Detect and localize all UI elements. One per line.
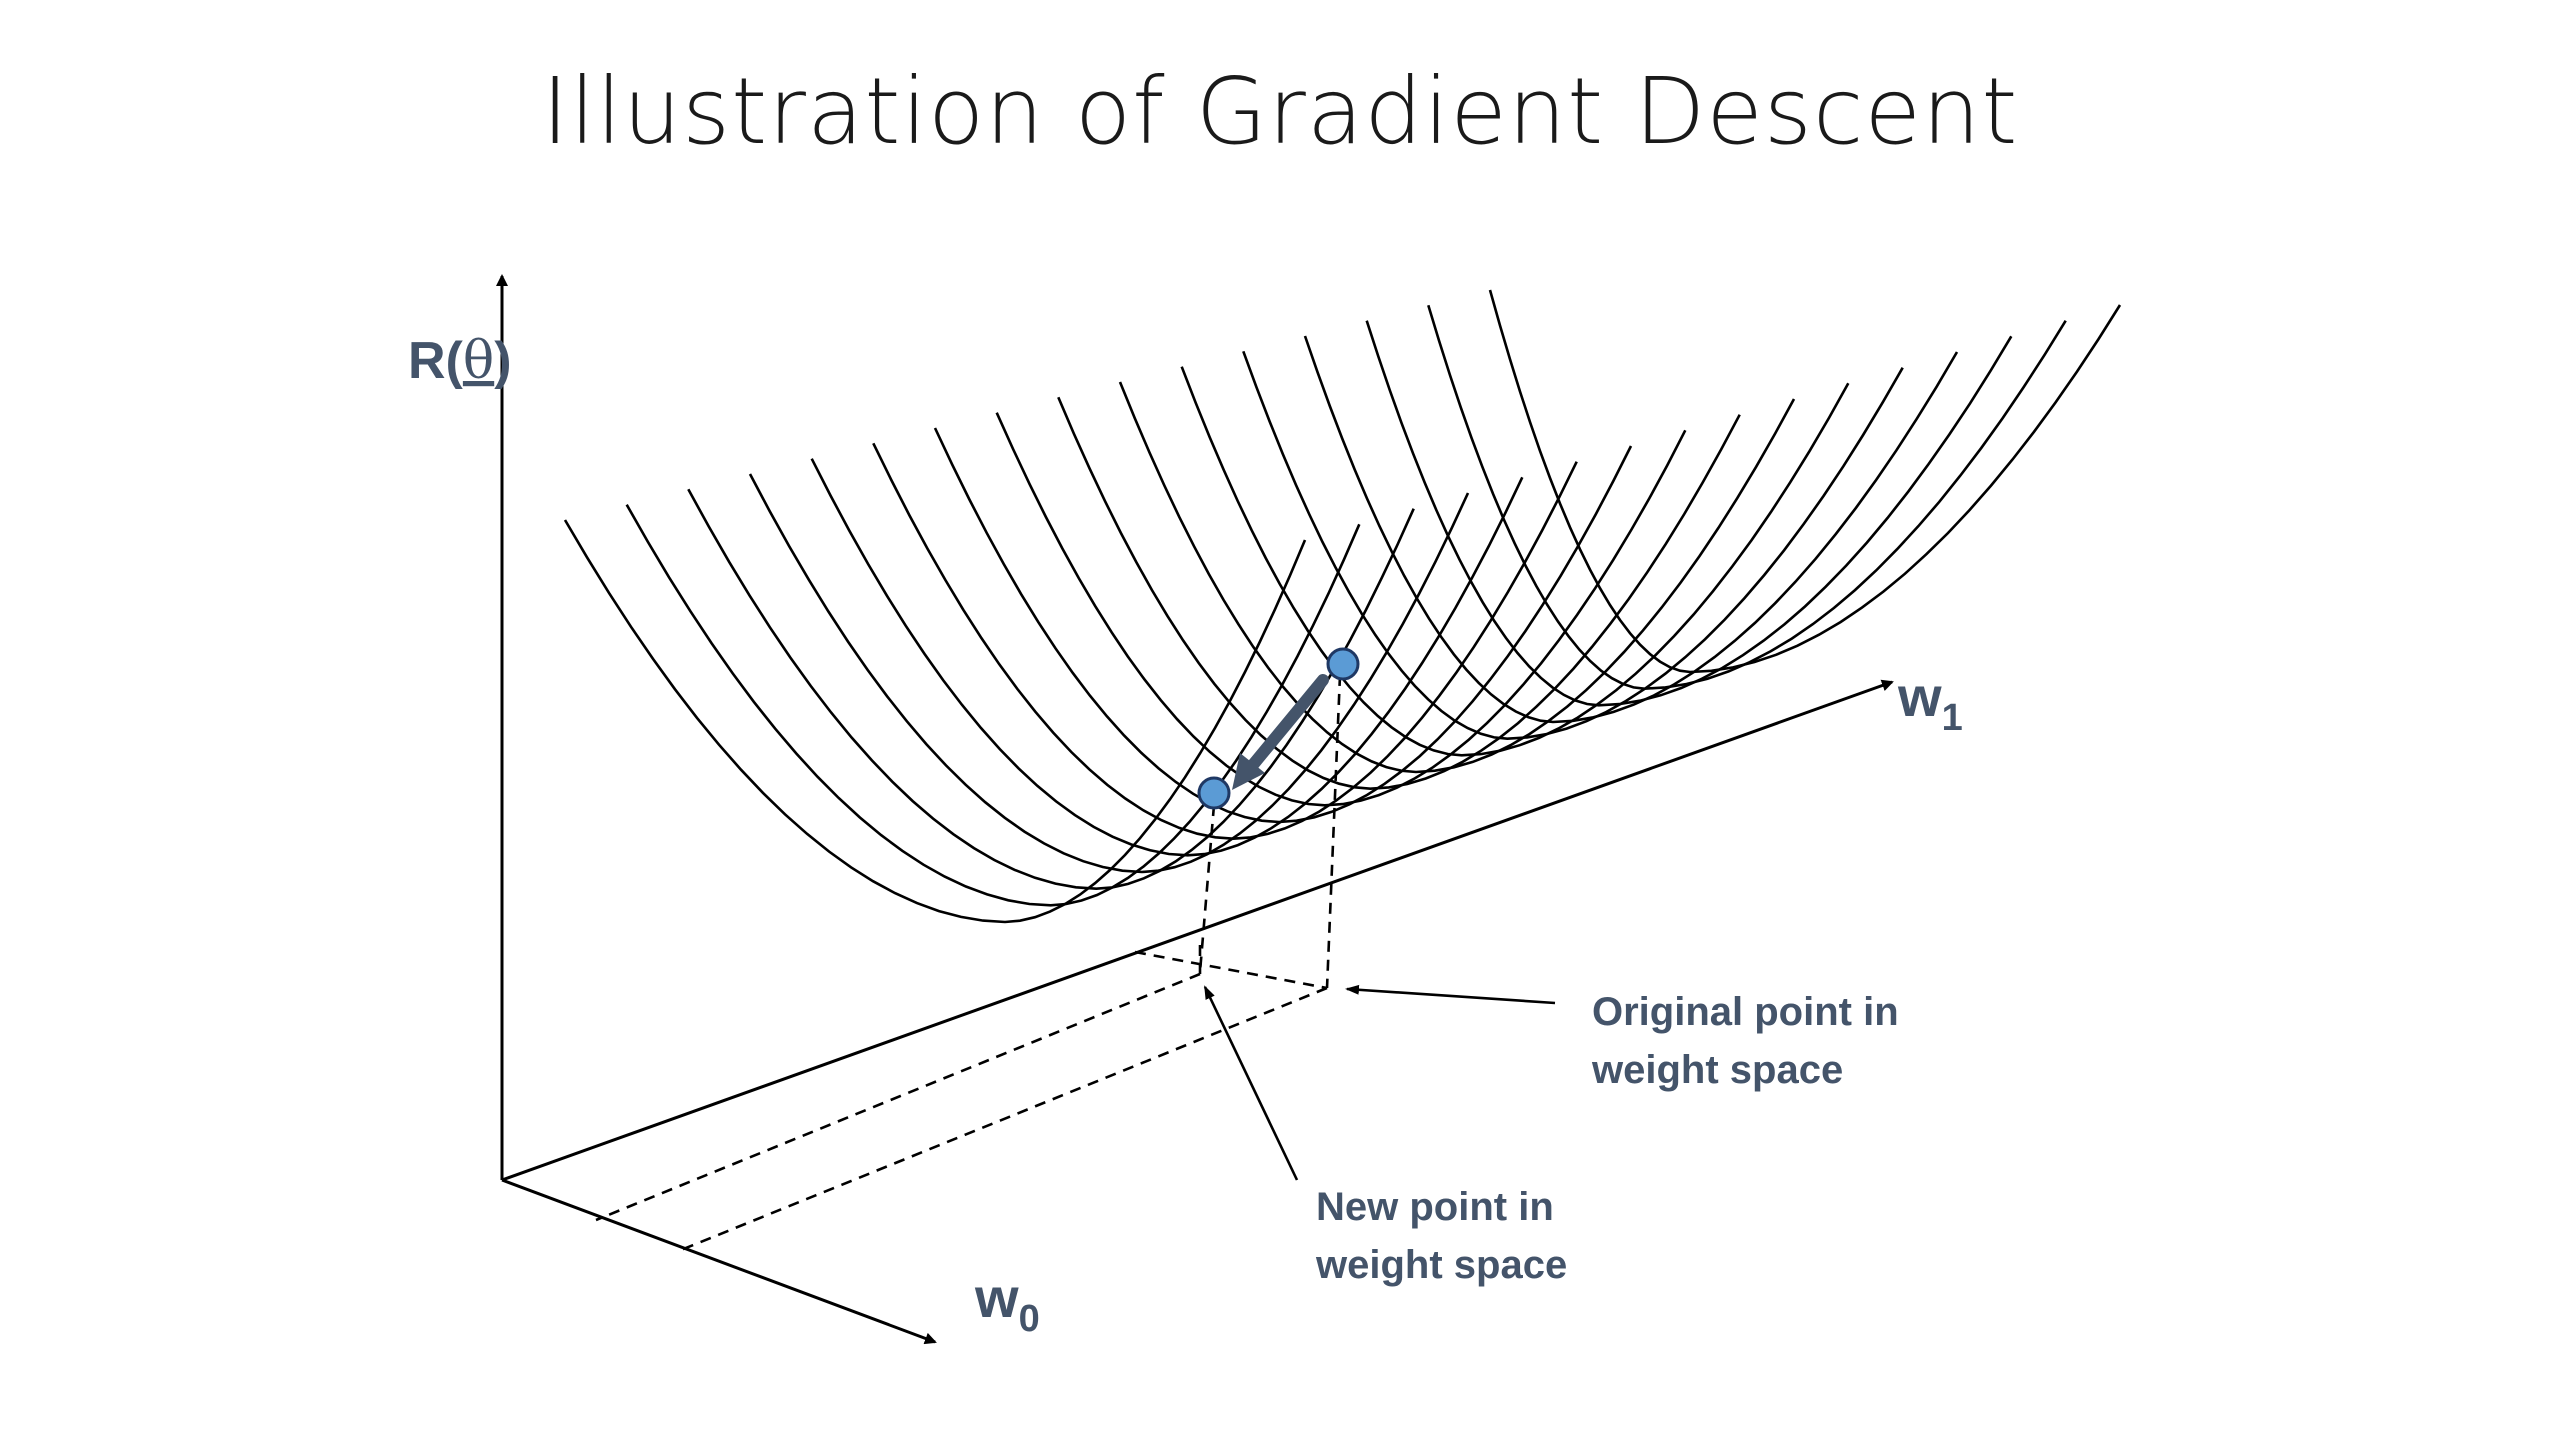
new-point bbox=[1197, 776, 1231, 810]
w0-axis bbox=[501, 1178, 937, 1345]
w1-label: w1 bbox=[1897, 665, 1963, 739]
new-annotation-line-1: New point in bbox=[1316, 1185, 1554, 1229]
w1-label-base: w bbox=[1897, 665, 1942, 728]
surface-curve bbox=[995, 412, 1687, 807]
r-theta-label: R(θ) bbox=[408, 331, 512, 391]
w0-label-sub: 0 bbox=[1019, 1298, 1040, 1340]
new-point-annotation: New point in weight space bbox=[1315, 1185, 1567, 1287]
w0-label-base: w bbox=[974, 1266, 1019, 1329]
surface-curve bbox=[1118, 381, 1796, 774]
new-pointer bbox=[1203, 985, 1299, 1181]
gradient-step-arrow-head bbox=[1232, 753, 1265, 790]
gradient-step-arrow-shaft bbox=[1246, 674, 1329, 772]
original-point-annotation: Original point in weight space bbox=[1591, 990, 1910, 1092]
theta-symbol: θ bbox=[463, 331, 494, 391]
floor-line-1 bbox=[1134, 950, 1328, 990]
surface-curve bbox=[1427, 304, 2067, 691]
r-theta-label-name: R( bbox=[408, 332, 464, 390]
surface-curve bbox=[1365, 320, 2013, 707]
floor-line-4 bbox=[675, 986, 1328, 1254]
surface-curve bbox=[687, 488, 1415, 891]
projection-lines bbox=[595, 674, 1342, 1254]
surface-curve bbox=[625, 504, 1361, 907]
surface-curve bbox=[1242, 350, 1904, 741]
drop-line-new bbox=[1198, 804, 1216, 973]
w0-label: w0 bbox=[974, 1266, 1040, 1340]
surface-curve bbox=[872, 442, 1578, 841]
drop-line-original bbox=[1325, 674, 1342, 989]
annotation-pointers bbox=[1203, 984, 1556, 1181]
surface-curve bbox=[1303, 335, 1959, 724]
slide-title: Illustration of Gradient Descent bbox=[541, 58, 2019, 165]
surface-curve bbox=[748, 473, 1470, 874]
gradient-step bbox=[1197, 647, 1360, 810]
surface-curve bbox=[1057, 396, 1741, 791]
surface-curve bbox=[810, 458, 1524, 857]
original-annotation-line-2: weight space bbox=[1591, 1048, 1843, 1092]
surface-curve bbox=[1180, 366, 1850, 757]
floor-line-3 bbox=[595, 972, 1201, 1222]
w1-axis bbox=[501, 679, 1894, 1182]
w1-label-sub: 1 bbox=[1942, 697, 1963, 739]
original-annotation-line-1: Original point in bbox=[1592, 990, 1899, 1034]
surface-curve bbox=[563, 519, 1307, 924]
surface-curve bbox=[1488, 289, 2122, 674]
axes bbox=[496, 274, 1894, 1345]
new-annotation-line-2: weight space bbox=[1315, 1243, 1567, 1287]
original-pointer bbox=[1345, 984, 1556, 1005]
original-point bbox=[1326, 647, 1360, 681]
loss-surface-curves bbox=[563, 289, 2122, 924]
r-theta-label-close: ) bbox=[494, 332, 511, 390]
surface-curve bbox=[933, 427, 1633, 824]
